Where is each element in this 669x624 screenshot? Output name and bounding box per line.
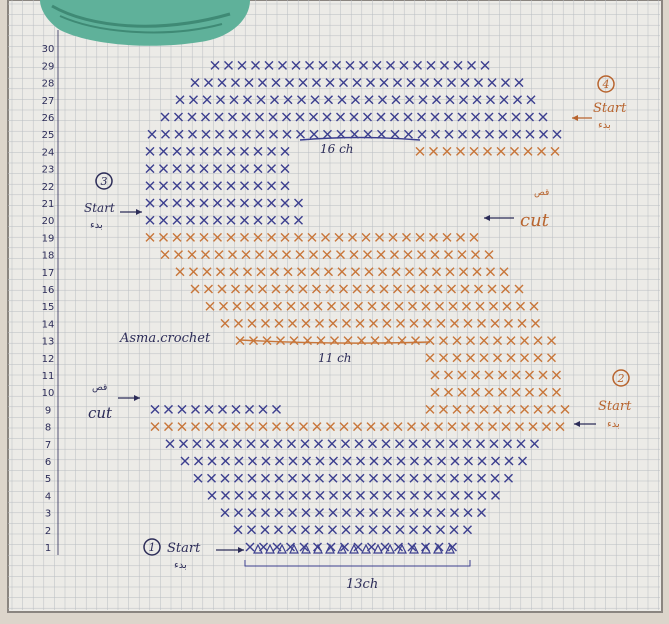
start-4-label: Start bbox=[593, 101, 627, 116]
start-1-arabic: بدء bbox=[174, 560, 187, 571]
row-number: 4 bbox=[45, 491, 51, 502]
cut-2-label: cut bbox=[520, 210, 550, 231]
row-number: 30 bbox=[42, 44, 55, 55]
row-number: 1 bbox=[45, 543, 51, 554]
row-number: 5 bbox=[45, 474, 51, 485]
step-1-number: 1 bbox=[149, 541, 156, 554]
row-number: 14 bbox=[42, 319, 55, 330]
row-number: 12 bbox=[42, 354, 55, 365]
row-number: 10 bbox=[42, 388, 55, 399]
step-2-number: 2 bbox=[617, 372, 625, 385]
row-number: 11 bbox=[42, 371, 55, 382]
row-number: 20 bbox=[42, 216, 55, 227]
start-4-arabic: بدء bbox=[598, 120, 611, 131]
row-number: 22 bbox=[42, 182, 55, 193]
paper-sheet bbox=[8, 0, 662, 612]
row-number: 6 bbox=[45, 457, 51, 468]
start-2-label: Start bbox=[598, 399, 632, 414]
row-number: 18 bbox=[42, 251, 55, 262]
chain-16-label: 16 ch bbox=[320, 142, 354, 156]
cut-1-arabic: قص bbox=[92, 383, 107, 393]
row-number: 8 bbox=[45, 423, 51, 434]
start-3-arabic: بدء bbox=[90, 220, 103, 231]
brand-label: Asma.crochet bbox=[119, 331, 211, 346]
row-number: 21 bbox=[42, 199, 55, 210]
row-number: 2 bbox=[45, 526, 51, 537]
start-1-label: Start bbox=[167, 541, 201, 556]
row-number: 13 bbox=[42, 337, 55, 348]
row-number: 9 bbox=[45, 405, 51, 416]
cut-2-arabic: قص bbox=[534, 188, 549, 198]
cut-1-label: cut bbox=[88, 404, 113, 422]
chain-11-label: 11 ch bbox=[318, 351, 352, 365]
row-number: 7 bbox=[45, 440, 51, 451]
row-number: 3 bbox=[45, 509, 51, 520]
chain-13-label: 13ch bbox=[346, 577, 378, 592]
row-number: 26 bbox=[42, 113, 55, 124]
row-number: 27 bbox=[42, 96, 55, 107]
step-4-number: 4 bbox=[602, 78, 610, 91]
row-number: 15 bbox=[42, 302, 55, 313]
row-number: 29 bbox=[42, 61, 55, 72]
row-number: 23 bbox=[42, 165, 55, 176]
start-3-label: Start bbox=[84, 201, 115, 215]
row-number: 24 bbox=[42, 147, 55, 158]
row-number: 16 bbox=[42, 285, 55, 296]
row-number: 19 bbox=[42, 233, 55, 244]
row-number: 25 bbox=[42, 130, 55, 141]
row-number: 28 bbox=[42, 79, 55, 90]
start-2-arabic: بدء bbox=[607, 419, 620, 430]
row-number: 17 bbox=[42, 268, 55, 279]
step-3-number: 3 bbox=[101, 175, 108, 188]
